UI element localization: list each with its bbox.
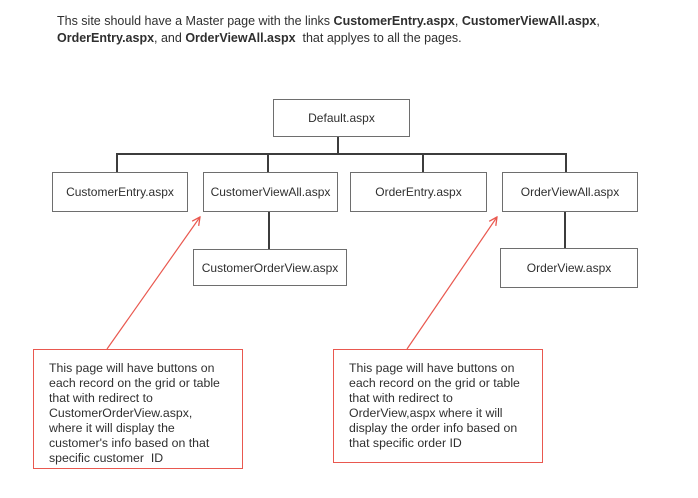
- node-order-view-aspx: OrderView.aspx: [500, 248, 638, 288]
- annotation-note-order-view: This page will have buttons on each reco…: [333, 349, 543, 463]
- node-default-aspx: Default.aspx: [273, 99, 410, 137]
- node-order-entry-aspx: OrderEntry.aspx: [350, 172, 487, 212]
- intro-paragraph: Ths site should have a Master page with …: [57, 13, 600, 46]
- intro-line-2: OrderEntry.aspx, and OrderViewAll.aspx t…: [57, 30, 462, 45]
- node-label: OrderEntry.aspx: [375, 185, 462, 199]
- node-order-view-all-aspx: OrderViewAll.aspx: [502, 172, 638, 212]
- node-label: OrderView.aspx: [526, 261, 612, 275]
- right-note-arrow: [406, 217, 497, 350]
- left-note-arrow: [106, 217, 200, 350]
- node-label: CustomerViewAll.aspx: [210, 185, 331, 199]
- node-customer-order-view-aspx: CustomerOrderView.aspx: [193, 249, 347, 286]
- node-label: CustomerOrderView.aspx: [201, 260, 339, 275]
- node-label: CustomerEntry.aspx: [66, 185, 174, 199]
- annotation-note-customer-order-view: This page will have buttons on each reco…: [33, 349, 243, 469]
- node-label: Default.aspx: [308, 111, 375, 125]
- node-label: OrderViewAll.aspx: [520, 185, 620, 199]
- intro-line-1: Ths site should have a Master page with …: [57, 14, 600, 28]
- node-customer-view-all-aspx: CustomerViewAll.aspx: [203, 172, 338, 212]
- node-customer-entry-aspx: CustomerEntry.aspx: [52, 172, 188, 212]
